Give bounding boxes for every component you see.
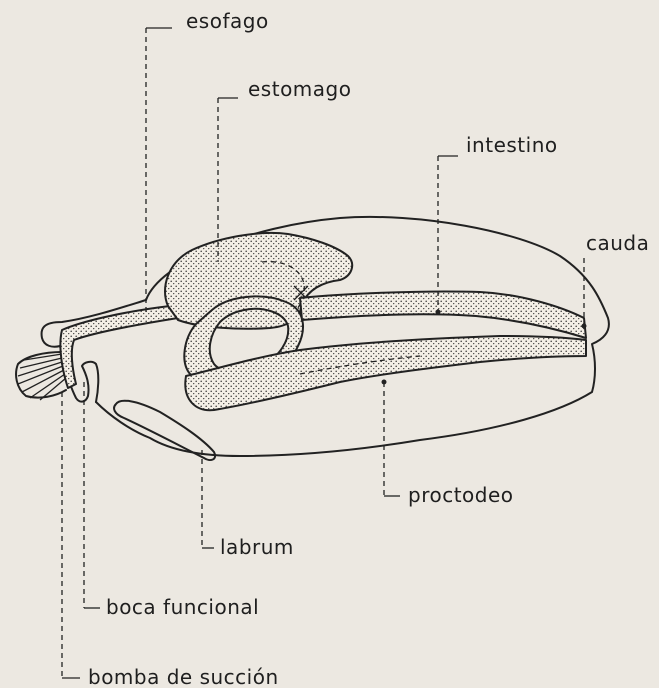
- leader-intestino: [438, 156, 458, 312]
- label-esofago: esofago: [186, 9, 269, 33]
- label-intestino: intestino: [466, 133, 558, 157]
- leader-boca-funcional: [84, 382, 100, 608]
- leader-bomba-succion: [62, 392, 80, 678]
- label-boca-funcional: boca funcional: [106, 595, 259, 619]
- leader-esofago: [146, 28, 172, 312]
- intestine-organ: [300, 291, 586, 338]
- leader-labrum: [202, 450, 214, 548]
- suction-pump-fan: [16, 352, 66, 400]
- labrum-lobe: [114, 401, 215, 460]
- label-cauda: cauda: [586, 231, 649, 255]
- label-proctodeo: proctodeo: [408, 483, 514, 507]
- leader-proctodeo: [384, 382, 400, 496]
- label-bomba-succion: bomba de succión: [88, 665, 279, 688]
- label-estomago: estomago: [248, 77, 351, 101]
- proctodeum-organ: [185, 336, 586, 410]
- label-labrum: labrum: [220, 535, 294, 559]
